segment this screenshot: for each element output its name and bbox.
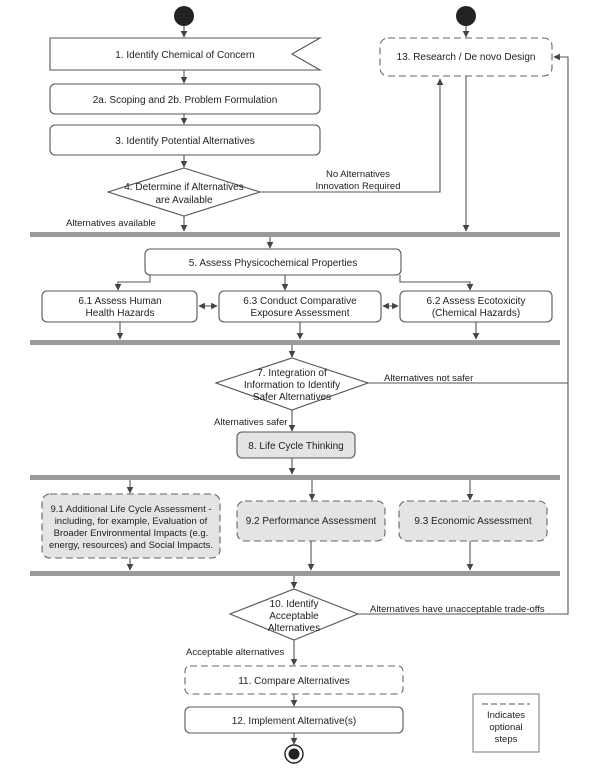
label-alternatives-safer: Alternatives safer — [214, 417, 287, 428]
step-1-label: 1. Identify Chemical of Concern — [115, 50, 255, 61]
step-4-label-line1: 4. Determine if Alternatives — [124, 182, 244, 193]
step-62-label-line1: 6.2 Assess Ecotoxicity — [427, 296, 526, 307]
step-91-label-line1: 9.1 Additional Life Cycle Assessment - — [50, 504, 211, 515]
step-91-label-line3: Broader Environmental Impacts (e.g. — [54, 528, 209, 539]
sync-bar-1 — [30, 232, 560, 237]
step-61-label-line2: Health Hazards — [86, 308, 155, 319]
step-93-label: 9.3 Economic Assessment — [414, 516, 531, 527]
step-2-box — [49, 83, 321, 115]
start-node-right — [456, 6, 476, 26]
sync-bar-3 — [30, 475, 560, 480]
step-91-box — [41, 493, 221, 559]
step-7-label-line3: Safer Alternatives — [253, 392, 331, 403]
legend-line2: optional — [489, 722, 522, 733]
edge-5-to-61 — [114, 275, 151, 291]
step-91-label-line4: energy, resources) and Social Impacts. — [49, 540, 213, 551]
step-1-shape — [49, 37, 323, 71]
edge-7-to-13 — [368, 53, 569, 384]
start-node-left — [174, 6, 194, 26]
step-5-box — [144, 248, 402, 276]
legend-line3: steps — [495, 734, 518, 745]
edge-4-to-13 — [260, 78, 444, 193]
step-10-label-line2: Acceptable — [269, 611, 319, 622]
step-3-label: 3. Identify Potential Alternatives — [115, 136, 255, 147]
edge-5-to-62 — [399, 275, 474, 291]
step-91-label-line2: including, for example, Evaluation of — [55, 516, 208, 527]
label-alternatives-available: Alternatives available — [66, 218, 156, 229]
sync-bar-4 — [30, 571, 560, 576]
step-4-label-line2: are Available — [155, 195, 213, 206]
edge-10-to-return — [358, 383, 569, 615]
step-63-label-line2: Exposure Assessment — [251, 308, 350, 319]
step-61-label-line1: 6.1 Assess Human — [78, 296, 161, 307]
step-93-box — [398, 500, 548, 542]
label-acceptable-alternatives: Acceptable alternatives — [186, 647, 284, 658]
step-7-label-line2: Information to Identify — [244, 380, 340, 391]
step-7-label-line1: 7. Integration of — [257, 368, 327, 379]
step-8-label: 8. Life Cycle Thinking — [248, 441, 343, 452]
step-13-label: 13. Research / De novo Design — [397, 52, 536, 63]
label-alternatives-not-safer: Alternatives not safer — [384, 373, 473, 384]
step-11-label: 11. Compare Alternatives — [238, 676, 350, 687]
step-2-label: 2a. Scoping and 2b. Problem Formulation — [93, 95, 278, 106]
step-63-label-line1: 6.3 Conduct Comparative — [243, 296, 357, 307]
label-no-alternatives-1: No Alternatives — [326, 169, 390, 180]
step-12-label: 12. Implement Alternative(s) — [232, 716, 357, 727]
sync-bar-2 — [30, 340, 560, 345]
end-node-inner — [288, 748, 300, 760]
step-5-label: 5. Assess Physicochemical Properties — [189, 258, 357, 269]
step-10-label-line3: Alternatives — [268, 623, 320, 634]
step-10-label-line1: 10. Identify — [270, 599, 319, 610]
step-62-label-line2: (Chemical Hazards) — [432, 308, 520, 319]
step-3-box — [49, 124, 321, 156]
step-92-label: 9.2 Performance Assessment — [246, 516, 377, 527]
legend-line1: Indicates — [487, 710, 525, 721]
label-unacceptable-tradeoffs: Alternatives have unacceptable trade-off… — [370, 604, 545, 615]
step-8-box — [236, 431, 356, 459]
label-no-alternatives-2: Innovation Required — [315, 181, 400, 192]
